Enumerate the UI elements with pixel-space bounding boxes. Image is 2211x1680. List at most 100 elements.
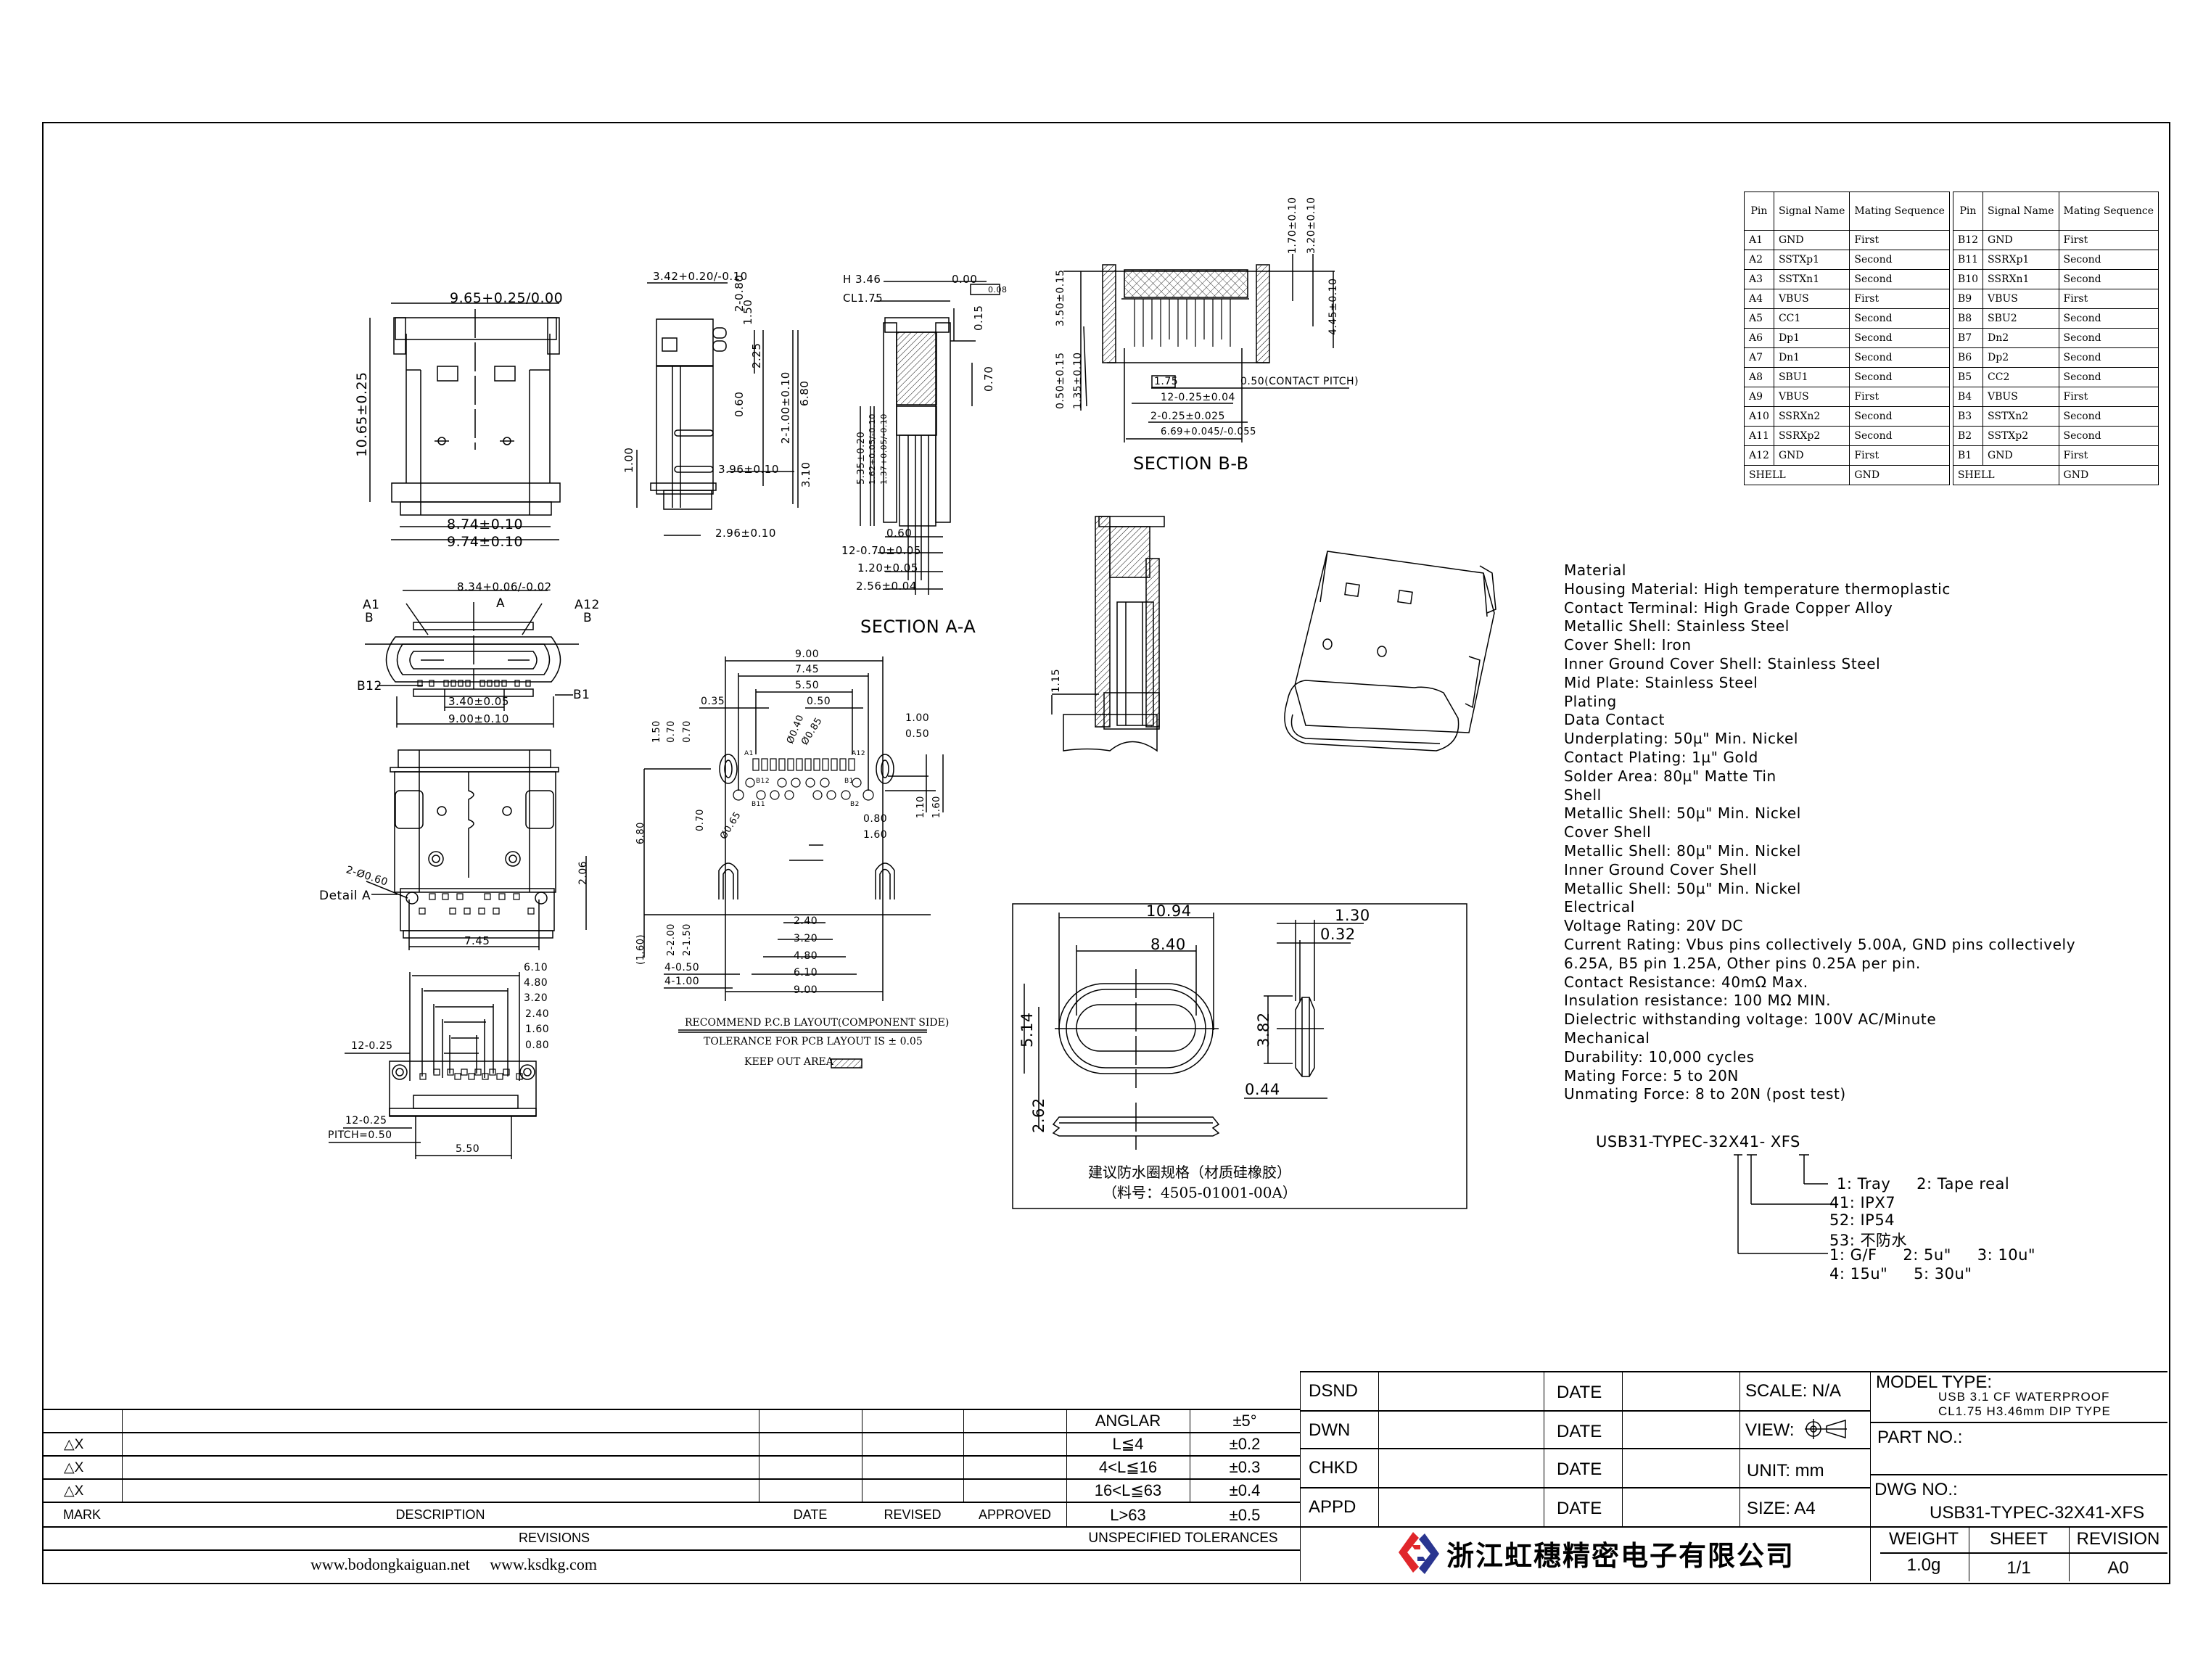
pin-assignment-table: Pin Signal Name Mating Sequence Pin Sign…: [1743, 192, 2159, 485]
section-marker: B: [365, 611, 374, 625]
dim-label: 1.10: [915, 796, 926, 818]
signal-name: SSTXn2: [1983, 406, 2059, 427]
dim-label: 2.62: [1030, 1098, 1047, 1133]
dim-label: 9.65+0.25/0.00: [450, 290, 564, 306]
dim-label: 0.70: [982, 366, 995, 392]
ip-option: 52: IP54: [1829, 1211, 1895, 1229]
dim-label: 1.50: [651, 720, 662, 743]
dim-label: 1.60: [931, 796, 942, 818]
spec-line: Data Contact: [1564, 711, 1666, 729]
dim-label: 0.80: [863, 813, 888, 825]
company-logo-icon: [1399, 1532, 1439, 1574]
pin-id: B12: [1952, 230, 1984, 250]
tolerance-range: ANGLAR: [1095, 1412, 1161, 1430]
ip-option: 41: IPX7: [1829, 1194, 1896, 1211]
mating-sequence: First: [2058, 230, 2159, 250]
dim-label: 0.50: [807, 696, 831, 707]
dim-label: 7.45: [795, 664, 820, 675]
spec-line: Material: [1564, 561, 1627, 579]
dim-label: 3.10: [799, 461, 812, 487]
pin-id: A9: [1744, 387, 1774, 407]
mating-sequence: First: [1849, 387, 1950, 407]
designed-by-label: DSND: [1309, 1381, 1359, 1401]
pin-id: B1: [1952, 445, 1984, 466]
spec-line: Mid Plate: Stainless Steel: [1564, 673, 1758, 691]
dim-label: 9.00: [794, 984, 818, 996]
pin-id: A4: [1744, 289, 1774, 309]
dim-label: 2.25: [750, 342, 763, 368]
dim-label: 0.32: [1320, 926, 1356, 943]
spec-line: Dielectric withstanding voltage: 100V AC…: [1564, 1010, 1937, 1029]
dim-label: 5.50: [795, 680, 820, 691]
date-label: DATE: [1557, 1422, 1602, 1441]
header-mark: MARK: [62, 1507, 101, 1522]
company-name: 浙江虹穗精密电子有限公司: [1446, 1540, 1795, 1572]
header-description: DESCRIPTION: [395, 1507, 485, 1522]
spec-line: Shell: [1564, 786, 1602, 804]
dim-label: 4.45±0.10: [1327, 278, 1339, 335]
dim-label: 1.30: [1335, 907, 1370, 924]
dim-label: 1.70±0.10: [1287, 197, 1298, 254]
pin-callout: B1: [573, 688, 590, 702]
size-field: SIZE: A4: [1747, 1499, 1816, 1518]
pcb-tolerance-note: TOLERANCE FOR PCB LAYOUT IS ± 0.05: [704, 1036, 923, 1047]
spec-line: Voltage Rating: 20V DC: [1564, 917, 1744, 935]
signal-name: VBUS: [1983, 387, 2059, 407]
dim-label: 1.60: [525, 1024, 550, 1035]
table-separator: [1948, 465, 1953, 485]
header-approved: APPROVED: [978, 1507, 1052, 1522]
dwg-no-label: DWG NO.:: [1874, 1480, 1958, 1499]
revision-mark: △X: [64, 1437, 84, 1452]
dim-label: 3.96±0.10: [718, 463, 779, 476]
mating-sequence: First: [2058, 289, 2159, 309]
signal-name: SSRXn2: [1773, 406, 1850, 427]
pin-id: A2: [1744, 250, 1774, 270]
dim-label: 0.44: [1245, 1081, 1280, 1098]
shell-cell: SHELL: [1743, 465, 1850, 485]
model-type-line2: CL1.75 H3.46mm DIP TYPE: [1938, 1404, 2111, 1418]
spec-line: Inner Ground Cover Shell: [1564, 860, 1758, 878]
dim-label: 4-0.50: [664, 962, 700, 973]
dim-label: 12-0.25±0.04: [1161, 392, 1235, 403]
dim-label: 0.08: [988, 285, 1008, 295]
mating-sequence: First: [1849, 445, 1950, 466]
ip-option: 53: 不防水: [1829, 1232, 1907, 1249]
pin-callout: B12: [357, 679, 382, 693]
pin-id: A11: [1744, 426, 1774, 446]
dim-label: 1.60: [863, 829, 888, 841]
dim-label: 2-0.25±0.025: [1150, 411, 1225, 422]
pin-id: A3: [1744, 269, 1774, 289]
dim-label: 2.56±0.04: [856, 580, 917, 593]
pin-id: A1: [1744, 230, 1774, 250]
signal-name: VBUS: [1773, 289, 1850, 309]
header-mating: Mating Sequence: [1849, 192, 1950, 231]
dim-label: 2.06: [577, 860, 589, 885]
mating-sequence: Second: [1849, 250, 1950, 270]
signal-name: SBU2: [1983, 308, 2059, 329]
part-code: USB31-TYPEC-32X41- XFS: [1596, 1133, 1800, 1150]
dim-label: 8.40: [1150, 936, 1186, 953]
tolerance-value: ±0.5: [1229, 1506, 1261, 1524]
gasket-caption: 建议防水圈规格（材质硅橡胶）: [1088, 1164, 1291, 1181]
signal-name: SSRXp1: [1983, 250, 2059, 270]
spec-line: Metallic Shell: 50µ" Min. Nickel: [1564, 804, 1801, 823]
scale-field: SCALE: N/A: [1745, 1381, 1842, 1401]
drawn-by-label: DWN: [1309, 1420, 1351, 1440]
section-marker: B: [583, 611, 593, 625]
gasket-part-number: （料号：4505-01001-00A）: [1103, 1184, 1297, 1201]
pin-id: B8: [1952, 308, 1984, 329]
detail-a-label: Detail A: [319, 889, 371, 903]
signal-name: SSRXp2: [1773, 426, 1850, 446]
part-no-label: PART NO.:: [1877, 1428, 1963, 1447]
dim-label: 0.60: [886, 527, 913, 540]
signal-name: GND: [1983, 445, 2059, 466]
spec-line: Plating: [1564, 692, 1617, 710]
drawing-frame: [42, 122, 2170, 1584]
